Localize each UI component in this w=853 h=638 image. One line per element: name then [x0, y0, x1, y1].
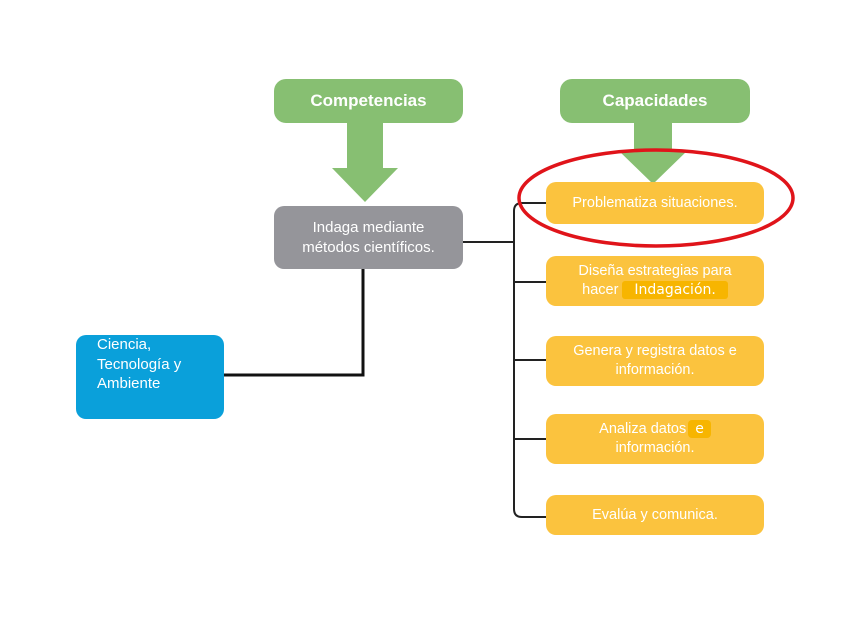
capacity-box-5: Evalúa y comunica.	[546, 495, 764, 535]
competence-box: Indaga mediante métodos científicos.	[274, 206, 463, 269]
competence-line-1: Indaga mediante	[312, 219, 425, 236]
area-box: Ciencia, Tecnología y Ambiente	[76, 335, 224, 419]
competencias-arrow	[332, 122, 398, 202]
competencias-header: Competencias	[274, 79, 463, 123]
capacity-box-1: Problematiza situaciones.	[546, 182, 764, 224]
area-line-3: Ambiente	[97, 375, 161, 392]
capacity-box-3: Genera y registra datos e información.	[546, 336, 764, 386]
capacity-4-line-2: información.	[615, 440, 695, 456]
capacidades-header: Capacidades	[560, 79, 750, 123]
area-line-2: Tecnología y	[97, 355, 182, 373]
connector-competence-area	[224, 268, 365, 377]
capacity-2-line-2-prefix: hacer	[582, 282, 619, 298]
capacity-1-line-1: Problematiza situaciones.	[572, 194, 738, 211]
capacidades-arrow	[618, 122, 688, 184]
capacity-4-highlight: e	[688, 420, 711, 439]
capacity-3-line-1: Genera y registra datos e	[573, 343, 737, 360]
competence-line-2: métodos científicos.	[302, 238, 435, 256]
area-line-1: Ciencia,	[97, 336, 152, 353]
capacity-2-line-1: Diseña estrategias para	[578, 263, 732, 280]
capacity-2-highlight: Indagación.	[622, 281, 728, 300]
capacity-4-line-1-prefix: Analiza datos	[599, 421, 687, 438]
capacidades-header-label: Capacidades	[602, 90, 708, 110]
capacity-3-line-2: información.	[615, 362, 695, 378]
capacity-5-line-1: Evalúa y comunica.	[592, 506, 718, 523]
competencias-header-label: Competencias	[310, 90, 427, 110]
